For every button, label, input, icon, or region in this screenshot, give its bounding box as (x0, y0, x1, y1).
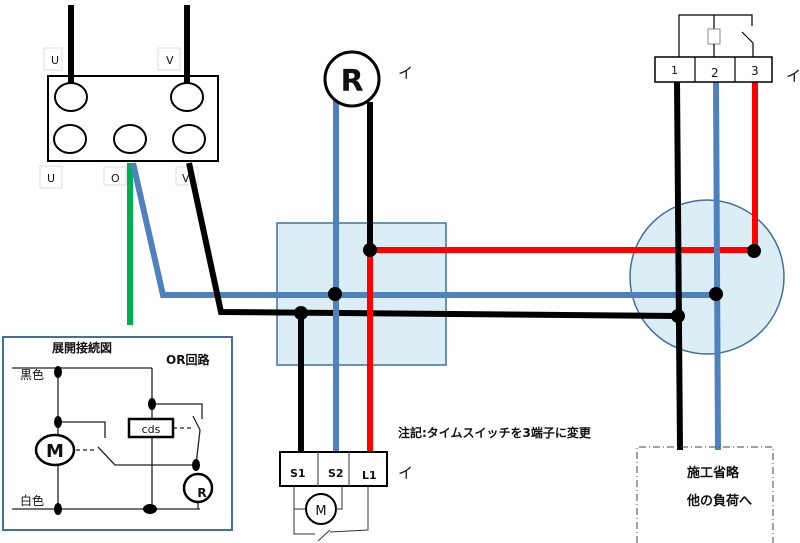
omitted-line1: 施工省略 (687, 465, 740, 481)
legend-lamp-symbol: R (197, 486, 206, 500)
time-switch-top: 1 2 3 イ (654, 14, 800, 85)
source-top-label-v: V (166, 54, 174, 67)
terminal-l1: L1 (362, 469, 377, 482)
legend-motor-symbol: M (46, 441, 64, 462)
time-switch-top-mark: イ (786, 67, 800, 85)
wire-neutral-blue (130, 162, 715, 298)
terminal-s1: S1 (290, 467, 306, 480)
terminal-3: 3 (751, 64, 759, 78)
source-bottom-label-u: U (47, 172, 55, 185)
source-top-label-u: U (51, 54, 59, 67)
terminal-s2: S2 (328, 467, 344, 480)
time-switch-bottom: S1 S2 L1 イ M (279, 451, 413, 542)
lamp: R イ (323, 50, 413, 108)
omitted-line2: 他の負荷へ (686, 493, 752, 509)
wire-blue-2 (713, 81, 721, 451)
omitted-box: 施工省略 他の負荷へ (636, 446, 774, 543)
time-switch-bottom-mark: イ (398, 464, 413, 482)
legend-title: 展開接続図 (52, 340, 112, 355)
bottom-motor-symbol: M (315, 504, 326, 519)
legend-cds-label: cds (142, 423, 161, 436)
legend-subtitle: OR回路 (166, 352, 210, 367)
wire-black-1 (674, 81, 683, 451)
lamp-symbol: R (340, 64, 363, 99)
legend-white-label: 白色 (20, 493, 44, 508)
lamp-mark: イ (398, 64, 413, 82)
junction-dots (294, 243, 761, 323)
terminal-2: 2 (711, 66, 719, 80)
joint-box-circle (629, 199, 785, 355)
terminal-1: 1 (671, 64, 678, 77)
source-block: U V U O V (39, 47, 219, 189)
note-text: 注記:タイムスイッチを3端子に変更 (398, 425, 592, 440)
legend-box: 展開接続図 OR回路 黒色 白色 M cds R (2, 336, 233, 531)
wire-hot-black (186, 162, 679, 319)
source-bottom-label-o: O (111, 172, 120, 185)
wires (68, 5, 758, 455)
source-bottom-label-v: V (182, 172, 190, 185)
legend-black-label: 黒色 (20, 368, 44, 382)
